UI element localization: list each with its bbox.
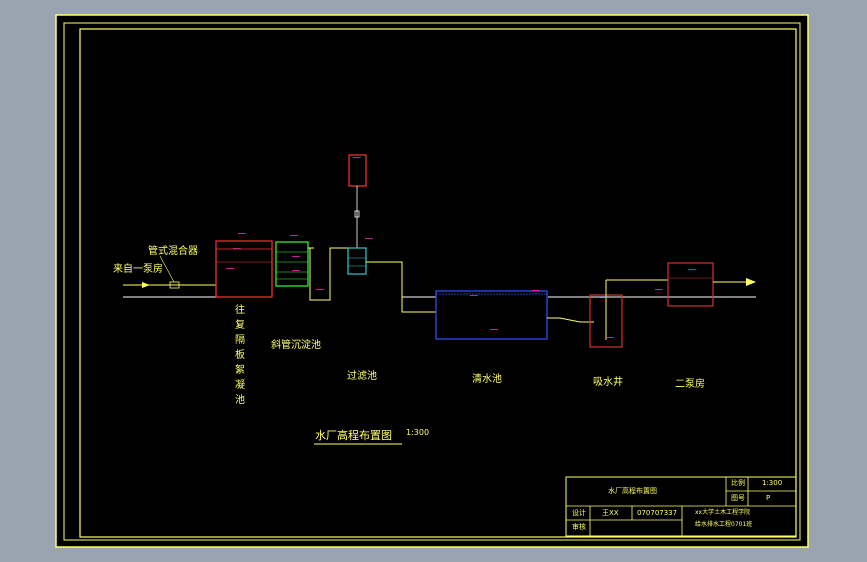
title-block — [565, 476, 797, 537]
filter-tank — [347, 247, 367, 275]
elevation-mark: ▔▔ — [238, 234, 246, 240]
elevation-mark: ▔▔ — [600, 298, 608, 304]
backwash-tank — [348, 154, 367, 187]
elevation-mark: ▔▔ — [233, 249, 241, 255]
inlet-arrow — [142, 282, 150, 288]
filter-to-clearwell-pipe — [366, 261, 436, 313]
title-block-check-label: 审核 — [572, 523, 586, 531]
sed-to-filter-pipe — [309, 247, 348, 301]
content-frame — [79, 28, 797, 538]
sedimentation-tank — [275, 241, 309, 287]
backwash-valve — [354, 210, 360, 218]
label-pump-house-2: 二泵房 — [675, 379, 705, 390]
elevation-mark: ▔▔ — [226, 269, 234, 275]
outlet-arrow — [746, 278, 756, 286]
inner-frame — [63, 22, 801, 541]
title-block-school: xx大学土木工程学院 — [695, 509, 751, 516]
title-block-scale-label: 比例 — [731, 479, 745, 487]
elevation-mark: ▔▔ — [353, 158, 361, 164]
title-block-sheet-value: P — [766, 494, 771, 502]
label-from-pump-house-1: 来自一泵房 — [113, 264, 163, 275]
label-inclined-tube-sedimentation: 斜管沉淀池 — [271, 340, 321, 351]
elevation-mark: ▔▔ — [365, 239, 373, 245]
label-clear-well: 清水池 — [472, 374, 502, 385]
elevation-mark: ▔▔ — [316, 290, 324, 296]
drawing-title: 水厂高程布置图 — [315, 429, 392, 442]
title-block-drawing-name: 水厂高程布置图 — [608, 487, 657, 495]
flocculation-tank — [215, 240, 273, 298]
drawing-area — [55, 14, 809, 548]
elevation-mark: ▔▔ — [292, 257, 300, 263]
elevation-mark: ▔▔ — [292, 271, 300, 277]
label-filter: 过滤池 — [347, 371, 377, 382]
drawing-scale: 1:300 — [406, 428, 430, 437]
title-block-designer-name: 王XX — [602, 509, 619, 517]
elevation-mark: ▔▔ — [290, 236, 298, 242]
title-block-student-number: 070707337 — [637, 509, 678, 517]
title-block-major: 给水排水工程0701班 — [695, 521, 753, 528]
label-flocculation-tank: 往复隔板絮凝池 — [235, 305, 245, 406]
label-suction-well: 吸水井 — [593, 377, 623, 388]
elevation-mark: ▔▔ — [655, 290, 663, 296]
clear-well — [435, 290, 548, 340]
title-block-scale-value: 1:300 — [762, 479, 783, 487]
clearwell-to-suction-pipe — [547, 317, 594, 323]
title-block-designer-label: 设计 — [572, 509, 586, 517]
pipe-mixer-leader — [159, 255, 175, 283]
elevation-mark: ▔▔ — [470, 296, 478, 302]
elevation-mark: ▔▔ — [490, 330, 498, 336]
label-pipe-mixer: 管式混合器 — [148, 246, 198, 257]
pump-house-2 — [667, 262, 714, 307]
elevation-mark: ▔▔ — [532, 291, 540, 297]
pipe-mixer-symbol — [169, 281, 180, 289]
elevation-mark: ▔▔ — [606, 338, 614, 344]
title-block-sheet-label: 图号 — [731, 494, 745, 502]
elevation-mark: ▔▔ — [688, 270, 696, 276]
